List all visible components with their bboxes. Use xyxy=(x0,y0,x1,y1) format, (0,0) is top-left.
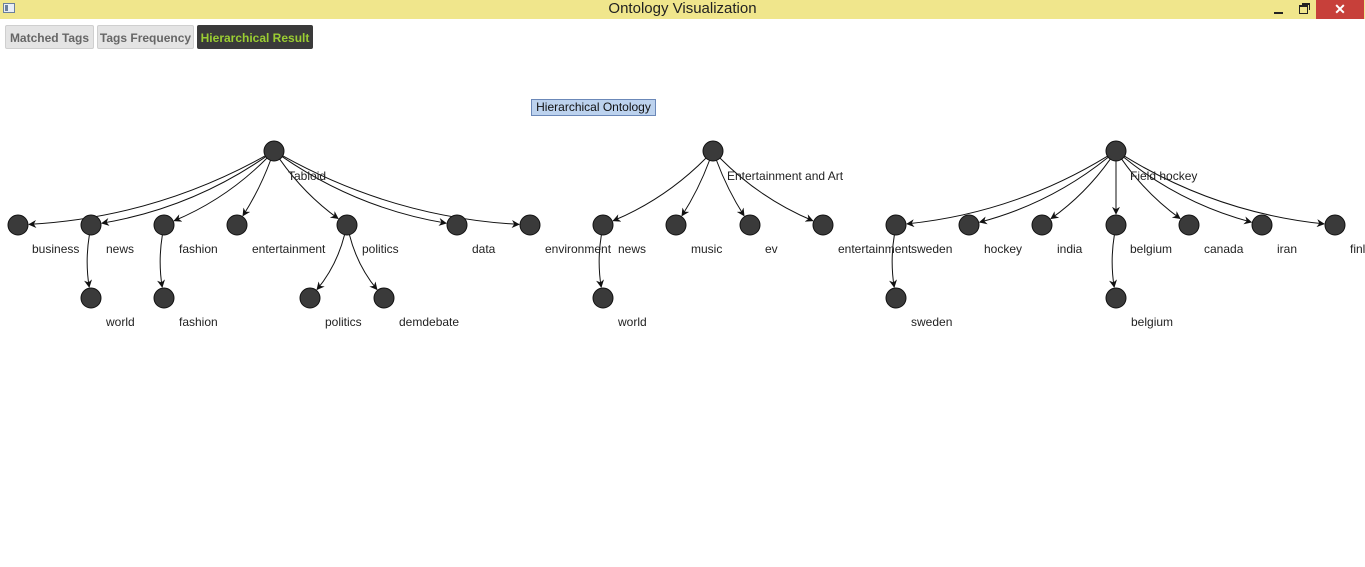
child-node[interactable] xyxy=(1031,214,1053,236)
restore-icon xyxy=(1298,3,1310,14)
tab-tags-frequency[interactable]: Tags Frequency xyxy=(97,25,194,49)
child-node[interactable] xyxy=(226,214,248,236)
minimize-button[interactable] xyxy=(1265,0,1291,19)
root-node[interactable] xyxy=(263,140,285,162)
tab-matched-tags[interactable]: Matched Tags xyxy=(5,25,94,49)
root-label: Field hockey xyxy=(1130,169,1197,183)
grandchild-node[interactable] xyxy=(592,287,614,309)
edge-arrow xyxy=(279,158,339,220)
child-node[interactable] xyxy=(1178,214,1200,236)
grandchild-node[interactable] xyxy=(1105,287,1127,309)
child-label: india xyxy=(1057,242,1083,256)
edge-arrow xyxy=(84,234,92,288)
root-node[interactable] xyxy=(1105,140,1127,162)
edge-arrow xyxy=(1123,156,1253,225)
edge-arrow xyxy=(242,160,271,217)
tab-hierarchical-result[interactable]: Hierarchical Result xyxy=(197,25,313,49)
app-icon[interactable] xyxy=(3,3,15,13)
child-label: finl xyxy=(1350,242,1365,256)
child-label: entertainment xyxy=(252,242,326,256)
child-node[interactable] xyxy=(812,214,834,236)
close-icon: ✕ xyxy=(1334,1,1346,17)
child-label: news xyxy=(106,242,134,256)
restore-button[interactable] xyxy=(1290,0,1316,19)
edge-arrow xyxy=(906,155,1108,228)
child-node[interactable] xyxy=(1105,214,1127,236)
root-label: Tabloid xyxy=(288,169,326,183)
child-label: politics xyxy=(362,242,399,256)
edge-arrow xyxy=(1050,158,1111,220)
child-label: ev xyxy=(765,242,778,256)
graph-title: Hierarchical Ontology xyxy=(531,99,656,116)
grandchild-node[interactable] xyxy=(80,287,102,309)
edge-arrow xyxy=(889,234,897,288)
child-node[interactable] xyxy=(80,214,102,236)
grandchild-node[interactable] xyxy=(153,287,175,309)
child-node[interactable] xyxy=(958,214,980,236)
root-label: Entertainment and Art xyxy=(727,169,844,183)
grandchild-label: sweden xyxy=(911,315,952,329)
child-node[interactable] xyxy=(519,214,541,236)
child-node[interactable] xyxy=(336,214,358,236)
child-label: hockey xyxy=(984,242,1022,256)
child-node[interactable] xyxy=(153,214,175,236)
grandchild-label: belgium xyxy=(1131,315,1173,329)
grandchild-label: world xyxy=(105,315,135,329)
edge-arrow xyxy=(157,234,165,288)
grandchild-label: world xyxy=(617,315,647,329)
child-label: environment xyxy=(545,242,612,256)
title-bar: Ontology Visualization ✕ xyxy=(0,0,1365,19)
child-node[interactable] xyxy=(446,214,468,236)
child-node[interactable] xyxy=(7,214,29,236)
edge-arrow xyxy=(348,234,378,291)
edge-arrow xyxy=(101,156,267,226)
child-node[interactable] xyxy=(1324,214,1346,236)
edge-arrow xyxy=(719,157,814,222)
edge-arrow xyxy=(173,157,268,222)
edge-arrow xyxy=(1124,155,1325,228)
edge-arrow xyxy=(282,155,520,228)
edge-arrow xyxy=(281,156,447,226)
child-node[interactable] xyxy=(739,214,761,236)
minimize-icon xyxy=(1273,11,1283,14)
grandchild-node[interactable] xyxy=(885,287,907,309)
child-label: news xyxy=(618,242,646,256)
grandchild-label: fashion xyxy=(179,315,218,329)
child-label: belgium xyxy=(1130,242,1172,256)
root-node[interactable] xyxy=(702,140,724,162)
window-title: Ontology Visualization xyxy=(608,0,757,17)
edge-arrow xyxy=(716,160,745,217)
child-label: data xyxy=(472,242,496,256)
edge-arrow xyxy=(1109,234,1117,288)
child-label: entertainment xyxy=(838,242,912,256)
edge-arrow xyxy=(28,155,266,228)
grandchild-node[interactable] xyxy=(373,287,395,309)
child-label: music xyxy=(691,242,722,256)
close-button[interactable]: ✕ xyxy=(1316,0,1364,19)
edge-arrow xyxy=(1121,158,1181,220)
edge-arrow xyxy=(612,157,707,222)
child-node[interactable] xyxy=(665,214,687,236)
grandchild-label: politics xyxy=(325,315,362,329)
child-label: sweden xyxy=(911,242,952,256)
edge-arrow xyxy=(316,234,346,291)
edge-arrow xyxy=(681,160,710,217)
child-label: iran xyxy=(1277,242,1297,256)
edge-arrow xyxy=(596,234,604,288)
child-node[interactable] xyxy=(592,214,614,236)
grandchild-label: demdebate xyxy=(399,315,459,329)
child-label: business xyxy=(32,242,79,256)
child-label: fashion xyxy=(179,242,218,256)
child-label: canada xyxy=(1204,242,1244,256)
edge-arrow xyxy=(978,156,1109,225)
child-node[interactable] xyxy=(885,214,907,236)
child-node[interactable] xyxy=(1251,214,1273,236)
grandchild-node[interactable] xyxy=(299,287,321,309)
